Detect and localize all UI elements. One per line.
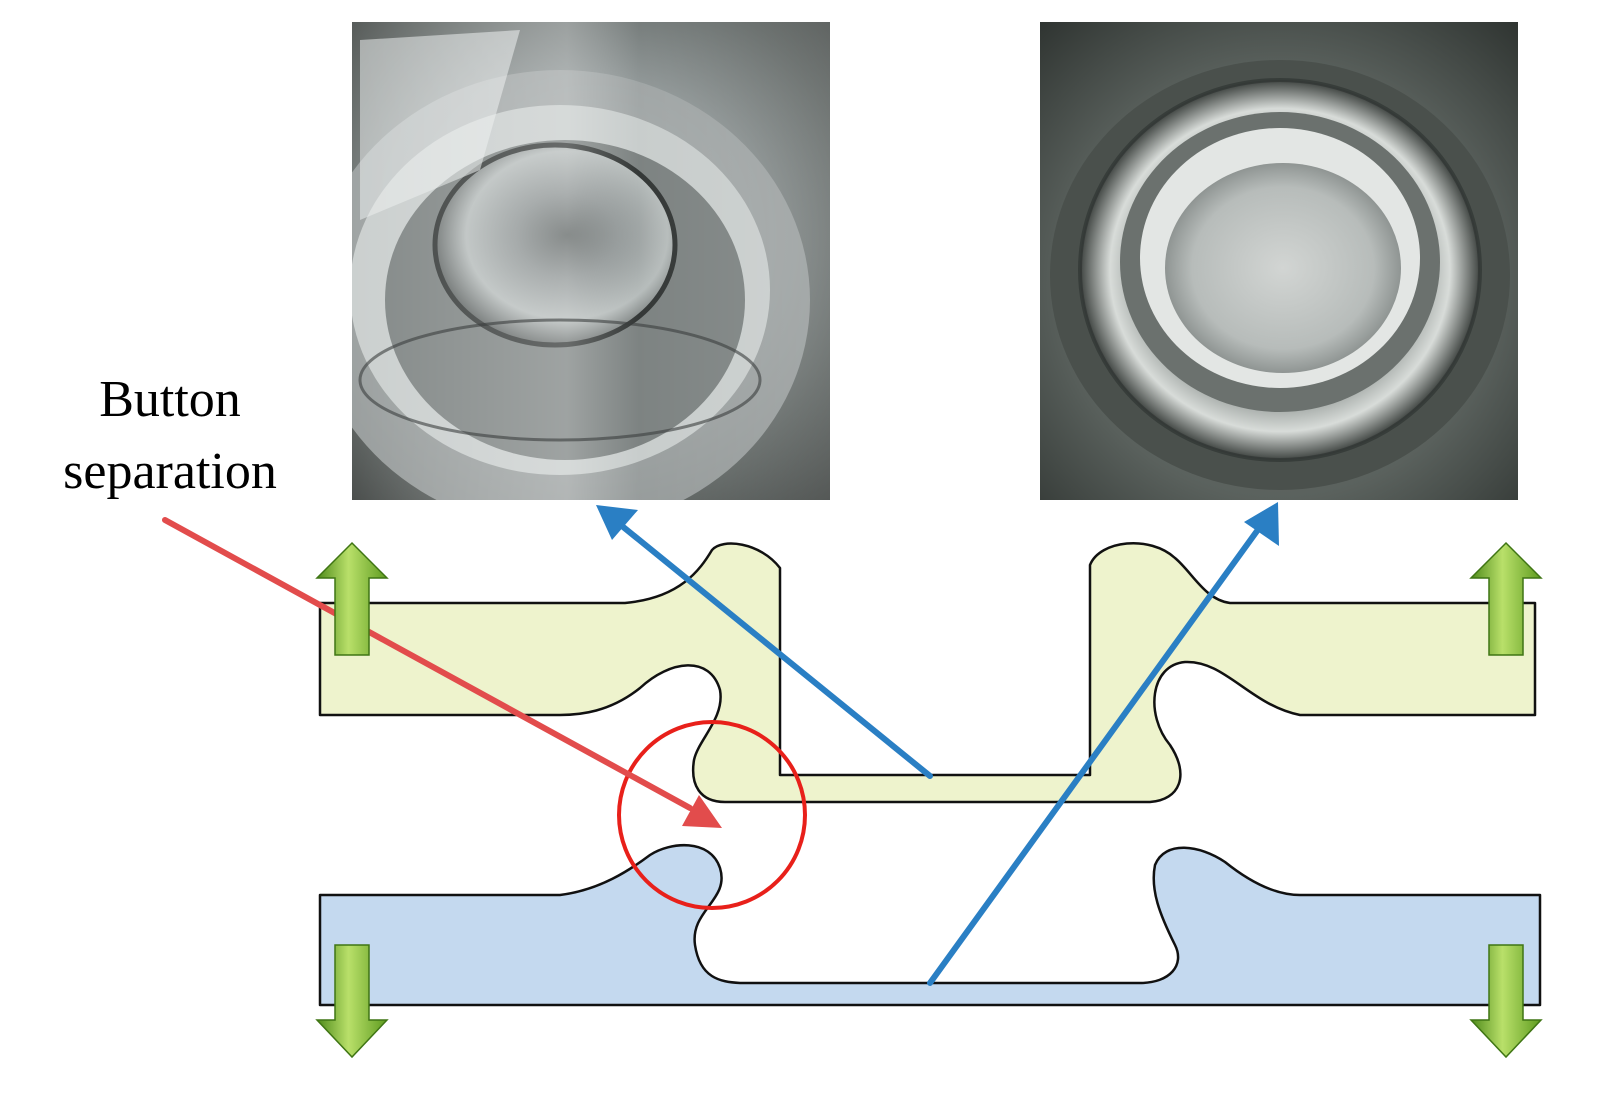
photo-1-sheen bbox=[352, 22, 830, 500]
photo-die-impression bbox=[1040, 22, 1518, 500]
photo-1-lower-groove bbox=[358, 318, 762, 442]
lower-sheet bbox=[318, 844, 1542, 1007]
separation-highlight-circle bbox=[617, 720, 807, 910]
arrow-to-photo-2-head bbox=[1244, 502, 1279, 546]
upper-sheet bbox=[318, 541, 1537, 804]
arrow-to-photo-2-line bbox=[927, 510, 1273, 986]
force-arrow-down-right bbox=[1469, 944, 1543, 1059]
photo-2-center bbox=[1165, 163, 1401, 373]
force-arrow-down-left bbox=[315, 944, 389, 1059]
photo-2-ring-edge bbox=[1078, 78, 1482, 462]
photo-arrows bbox=[596, 502, 1279, 986]
force-arrow-up-right bbox=[1469, 541, 1543, 656]
leader-arrow-line bbox=[162, 517, 693, 811]
force-arrow-up-left bbox=[315, 541, 389, 656]
separation-leader-arrow bbox=[162, 517, 722, 828]
arrow-to-photo-1-line bbox=[603, 510, 933, 779]
annotation-label-line-2: separation bbox=[63, 443, 277, 500]
leader-arrow-head bbox=[682, 795, 722, 828]
arrow-to-photo-1-head bbox=[596, 505, 638, 540]
photo-separated-button bbox=[352, 22, 830, 500]
annotation-label-line-1: Button bbox=[99, 371, 241, 428]
